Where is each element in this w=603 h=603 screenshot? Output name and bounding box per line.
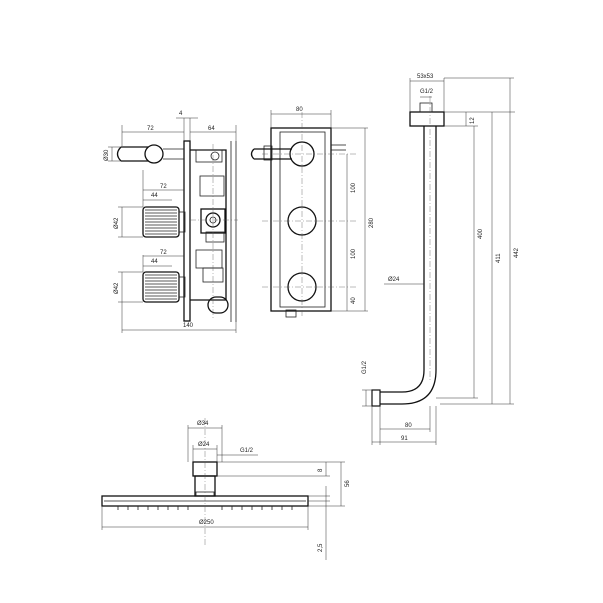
dim-12: 12 <box>470 117 476 124</box>
dim-72-top: 72 <box>147 126 154 132</box>
dim-diam-24-head: Ø24 <box>198 442 210 448</box>
dim-diam-42-2: Ø42 <box>114 282 120 294</box>
dim-g12-top: G1/2 <box>420 89 434 95</box>
dim-g12-side: G1/2 <box>362 360 368 374</box>
dim-411: 411 <box>496 253 502 263</box>
front-view: 80 100 100 40 280 <box>250 107 375 318</box>
dim-44-h2: 44 <box>151 259 158 265</box>
dim-64: 64 <box>208 126 215 132</box>
dim-400: 400 <box>478 228 484 239</box>
dim-72-h2: 72 <box>160 250 167 256</box>
dim-80-front: 80 <box>296 107 303 113</box>
knurl-2 <box>145 274 177 300</box>
dim-40: 40 <box>351 297 357 304</box>
dim-100-a: 100 <box>351 182 357 193</box>
dim-72-h1: 72 <box>160 184 167 190</box>
knurl-1 <box>145 209 177 235</box>
dim-diam-24-arm: Ø24 <box>388 277 400 283</box>
shower-head-view: Ø34 Ø24 G1/2 8 56 Ø250 2,5 <box>101 418 351 560</box>
dim-diam-42-1: Ø42 <box>114 217 120 229</box>
dim-2-5: 2,5 <box>318 543 324 552</box>
dim-diam-34: Ø34 <box>197 421 209 427</box>
dim-diam-30: Ø30 <box>104 149 110 161</box>
dim-diam-250: Ø250 <box>199 520 214 526</box>
dim-442: 442 <box>514 247 520 258</box>
dim-8: 8 <box>318 468 324 472</box>
dim-80-arm: 80 <box>405 423 412 429</box>
nozzles <box>117 506 293 510</box>
dim-56: 56 <box>345 480 351 487</box>
dim-4: 4 <box>179 111 183 117</box>
dim-100-b: 100 <box>351 248 357 259</box>
dim-g12-head: G1/2 <box>240 448 254 454</box>
dim-91: 91 <box>401 436 408 442</box>
side-view: 4 72 64 Ø30 72 44 Ø42 72 44 Ø42 140 <box>104 111 238 333</box>
shower-arm-view: 53x53 G1/2 12 400 411 442 Ø24 G1/2 80 91 <box>362 74 520 445</box>
dim-140: 140 <box>183 323 194 329</box>
dim-280: 280 <box>369 217 375 228</box>
dim-53x53: 53x53 <box>417 74 434 80</box>
dim-44-h1: 44 <box>151 193 158 199</box>
